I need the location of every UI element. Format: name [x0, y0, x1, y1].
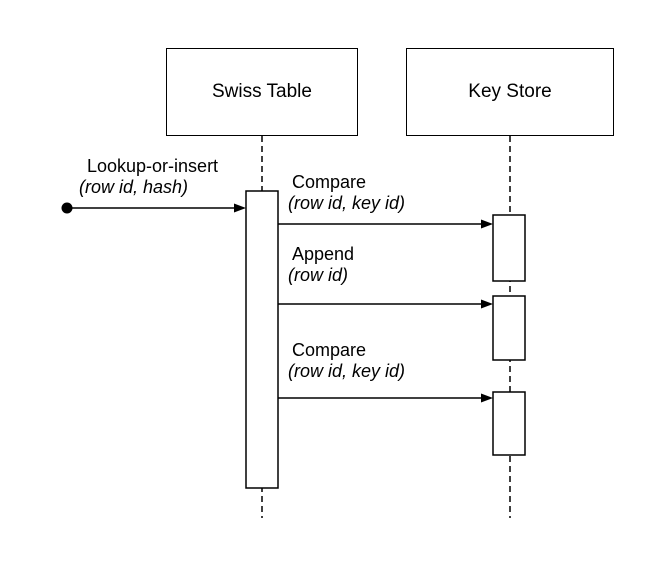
actor-box-key-store: Key Store	[406, 48, 614, 136]
message-label-append: Append (row id)	[288, 244, 355, 286]
message-name: Compare	[292, 172, 367, 192]
message-label-lookup-or-insert: Lookup-or-insert (row id, hash)	[79, 156, 219, 198]
message-args: (row id, hash)	[79, 177, 189, 197]
key-store-activation-bar-2	[492, 295, 526, 361]
key-store-activation-bar-3	[492, 391, 526, 456]
actor-box-swiss-table: Swiss Table	[166, 48, 358, 136]
message-label-compare-2: Compare (row id, key id)	[288, 340, 405, 382]
arrowhead-icon	[234, 203, 246, 213]
arrowhead-icon	[481, 393, 493, 403]
message-args: (row id, key id)	[288, 361, 406, 381]
append-arrow	[278, 299, 493, 309]
compare-arrow-2	[278, 393, 493, 403]
message-name: Append	[292, 244, 355, 264]
message-name: Compare	[292, 340, 367, 360]
arrowhead-icon	[481, 299, 493, 309]
actor-label-swiss-table: Swiss Table	[212, 81, 312, 102]
message-name: Lookup-or-insert	[87, 156, 219, 176]
message-args: (row id)	[288, 265, 349, 285]
compare-arrow-1	[278, 219, 493, 229]
lookup-or-insert-arrow	[61, 202, 246, 214]
swiss-table-activation-bar	[245, 190, 279, 489]
key-store-activation-bar-1	[492, 214, 526, 282]
arrowhead-icon	[481, 219, 493, 229]
actor-label-key-store: Key Store	[468, 81, 552, 102]
message-label-compare-1: Compare (row id, key id)	[288, 172, 405, 214]
message-args: (row id, key id)	[288, 193, 406, 213]
